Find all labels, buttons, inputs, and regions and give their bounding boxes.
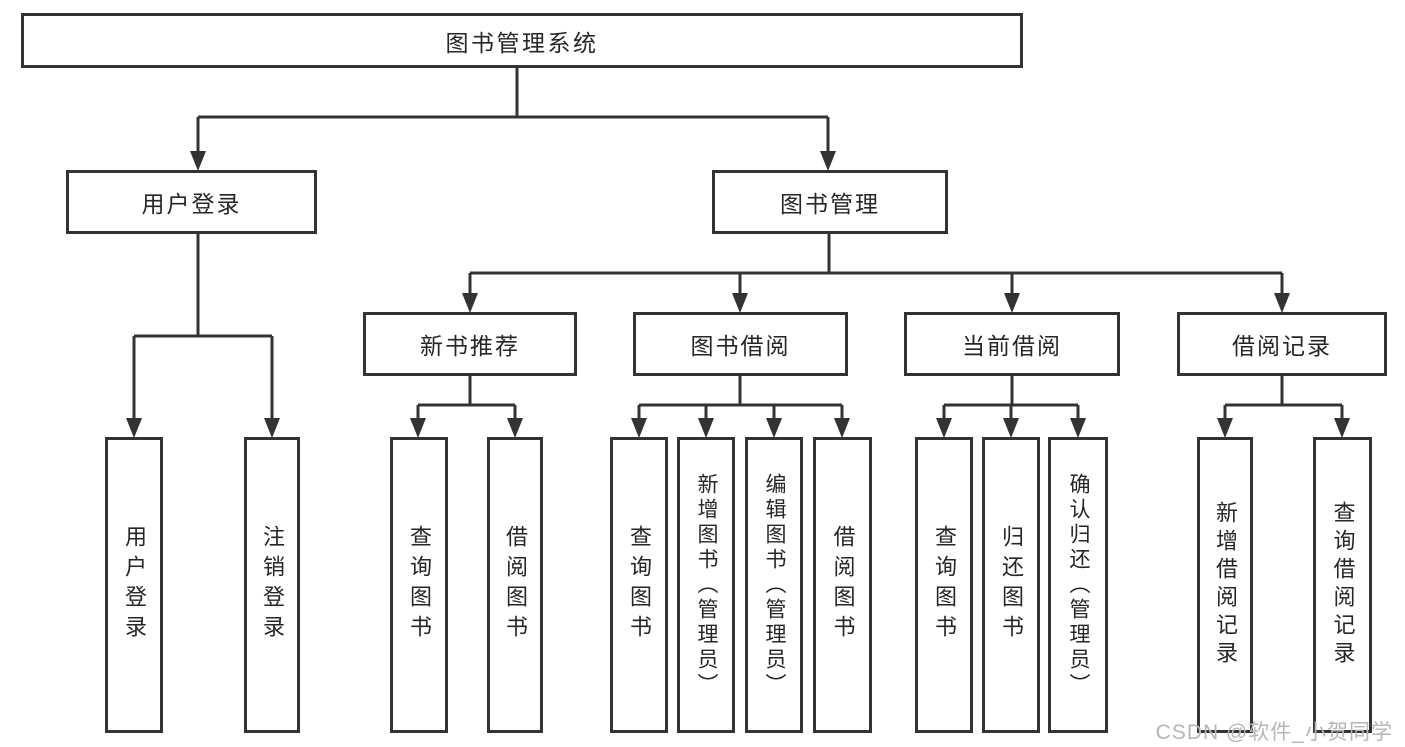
leaf-query-book-recommend: 查询图书 xyxy=(390,437,448,733)
leaf-logout-label: 注销登录 xyxy=(260,525,285,645)
leaf-query-book-current-label: 查询图书 xyxy=(932,525,957,645)
leaf-query-book-current: 查询图书 xyxy=(915,437,973,733)
node-current-borrow-label: 当前借阅 xyxy=(962,333,1062,359)
arrowheads xyxy=(126,151,1350,438)
leaf-edit-book-admin-label: 编辑图书（管理员） xyxy=(763,472,786,698)
node-book-borrow-label: 图书借阅 xyxy=(690,333,791,359)
leaf-user-login: 用户登录 xyxy=(105,437,163,733)
leaf-add-book-admin-label: 新增图书（管理员） xyxy=(695,472,718,698)
node-root-label: 图书管理系统 xyxy=(445,29,599,56)
leaf-add-borrow-record: 新增借阅记录 xyxy=(1197,437,1253,733)
leaf-return-book: 归还图书 xyxy=(982,437,1040,733)
node-borrow-record: 借阅记录 xyxy=(1177,312,1387,376)
leaf-borrow-book-recommend: 借阅图书 xyxy=(487,437,543,733)
leaf-borrow-book-label: 借阅图书 xyxy=(830,525,856,645)
csdn-watermark: CSDN @软件_小贺同学 xyxy=(1155,721,1393,744)
leaf-query-book-borrow: 查询图书 xyxy=(610,437,668,733)
leaf-add-borrow-record-label: 新增借阅记录 xyxy=(1213,501,1238,669)
leaf-confirm-return-admin: 确认归还（管理员） xyxy=(1048,437,1108,733)
leaf-borrow-book: 借阅图书 xyxy=(813,437,872,733)
node-user-login: 用户登录 xyxy=(66,170,317,234)
node-book-management: 图书管理 xyxy=(712,170,948,234)
leaf-query-book-borrow-label: 查询图书 xyxy=(627,525,652,645)
leaf-confirm-return-admin-label: 确认归还（管理员） xyxy=(1067,472,1090,698)
node-new-book-recommend-label: 新书推荐 xyxy=(420,333,520,359)
leaf-query-book-recommend-label: 查询图书 xyxy=(407,525,432,645)
node-borrow-record-label: 借阅记录 xyxy=(1232,333,1332,359)
node-root: 图书管理系统 xyxy=(21,13,1023,68)
node-user-login-label: 用户登录 xyxy=(141,191,242,217)
leaf-edit-book-admin: 编辑图书（管理员） xyxy=(745,437,803,733)
node-new-book-recommend: 新书推荐 xyxy=(363,312,577,376)
leaf-query-borrow-record-label: 查询借阅记录 xyxy=(1330,501,1356,669)
node-book-borrow: 图书借阅 xyxy=(633,312,848,376)
leaf-logout: 注销登录 xyxy=(244,437,300,733)
leaf-borrow-book-recommend-label: 借阅图书 xyxy=(503,525,528,645)
leaf-return-book-label: 归还图书 xyxy=(999,525,1024,645)
node-current-borrow: 当前借阅 xyxy=(904,312,1120,376)
leaf-query-borrow-record: 查询借阅记录 xyxy=(1313,437,1372,733)
node-book-management-label: 图书管理 xyxy=(780,191,880,217)
leaf-user-login-label: 用户登录 xyxy=(122,525,147,645)
leaf-add-book-admin: 新增图书（管理员） xyxy=(677,437,735,733)
